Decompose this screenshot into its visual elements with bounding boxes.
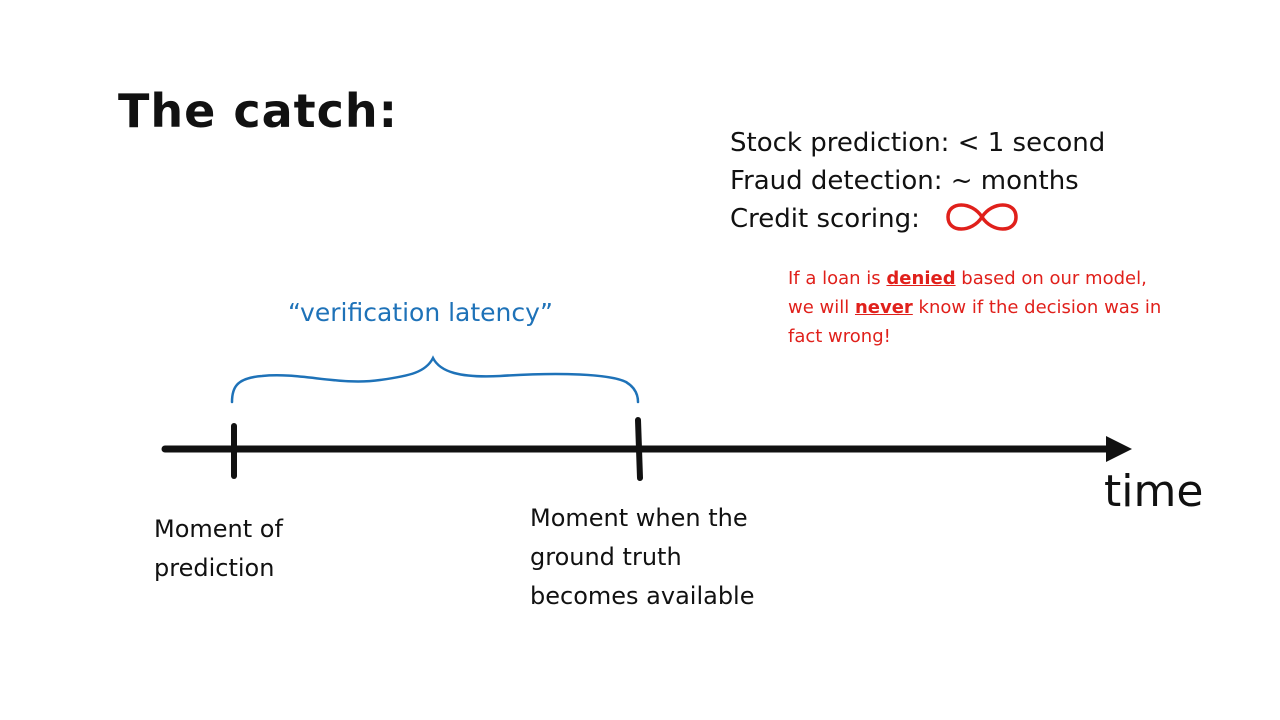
latency-item-stock-label: Stock prediction: < 1 second [730, 128, 1106, 158]
tick-ground-truth [635, 417, 643, 481]
credit-note: If a loan is denied based on our model, … [788, 264, 1258, 351]
tick-label-ground-truth-line-3: becomes available [530, 582, 755, 610]
note-emph-never: never [854, 297, 913, 318]
latency-item-credit: Credit scoring: [730, 200, 1105, 238]
time-axis-arrowhead [1106, 436, 1132, 462]
tick-label-ground-truth: Moment when the ground truth becomes ava… [530, 499, 754, 616]
tick-label-prediction: Moment of prediction [154, 510, 283, 588]
tick-label-ground-truth-line-2: ground truth [530, 543, 682, 571]
credit-note-line-3: fact wrong! [788, 326, 891, 347]
tick-label-ground-truth-line-1: Moment when the [530, 504, 748, 532]
note-emph-denied: denied [886, 268, 956, 289]
infinity-icon [946, 202, 1018, 231]
tick-label-prediction-line-1: Moment of [154, 515, 283, 543]
latency-item-credit-label: Credit scoring: [730, 204, 920, 234]
time-axis-label: time [1104, 466, 1204, 517]
slide-title: The catch: [118, 84, 399, 138]
credit-note-line-2: we will never know if the decision was i… [788, 297, 1162, 318]
verification-latency-label: “verification latency” [288, 298, 553, 327]
latency-brace [230, 355, 640, 404]
latency-item-fraud: Fraud detection: ~ months [730, 162, 1105, 200]
credit-note-line-1: If a loan is denied based on our model, [788, 268, 1147, 289]
latency-item-fraud-label: Fraud detection: ~ months [730, 166, 1079, 196]
tick-label-prediction-line-2: prediction [154, 554, 275, 582]
latency-list: Stock prediction: < 1 second Fraud detec… [730, 124, 1105, 238]
latency-item-stock: Stock prediction: < 1 second [730, 124, 1105, 162]
